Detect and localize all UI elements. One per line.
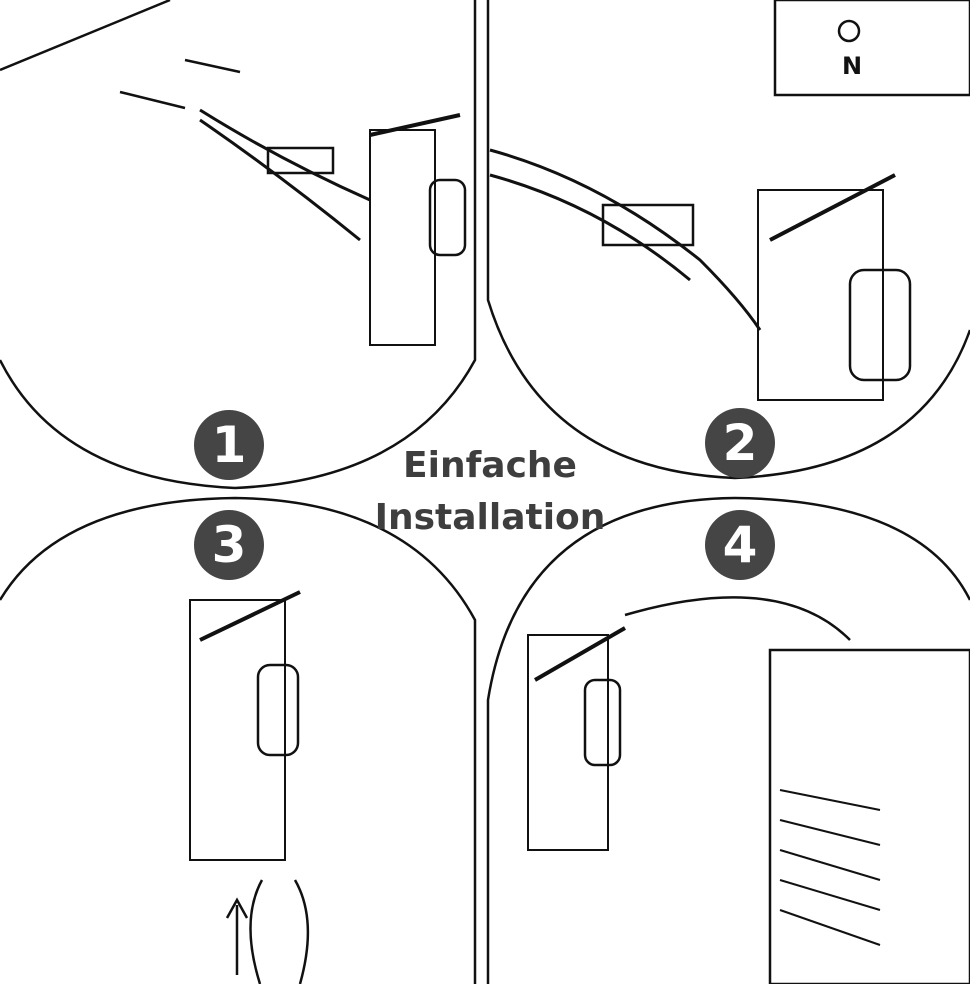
bulb-socket-1 bbox=[428, 178, 467, 257]
title-line-1: Einfache bbox=[403, 445, 577, 486]
step-badge-2: 2 bbox=[705, 408, 775, 478]
neutral-label: N bbox=[842, 52, 862, 80]
panel-2-frame bbox=[486, 0, 970, 480]
wall-bracket-3 bbox=[189, 599, 286, 861]
step-badge-4: 4 bbox=[705, 510, 775, 580]
wall-bracket-1 bbox=[369, 129, 436, 346]
bulb-socket-3 bbox=[256, 663, 300, 757]
title-line-2: Installation bbox=[374, 497, 606, 538]
step-badge-1: 1 bbox=[194, 410, 264, 480]
bulb-socket-4 bbox=[583, 678, 622, 767]
terminal-block-1 bbox=[266, 146, 335, 175]
panel-1-frame bbox=[0, 0, 477, 490]
lamp-cover bbox=[768, 648, 970, 984]
panel-3-frame bbox=[0, 496, 477, 984]
terminal-block-2 bbox=[601, 203, 695, 247]
bulb-socket-2 bbox=[848, 268, 912, 382]
arrow-curve bbox=[624, 596, 851, 641]
panel-4-frame bbox=[486, 496, 970, 984]
step-badge-3: 3 bbox=[194, 510, 264, 580]
wall-bracket-2 bbox=[757, 189, 884, 401]
wall-bracket-4 bbox=[527, 634, 609, 851]
